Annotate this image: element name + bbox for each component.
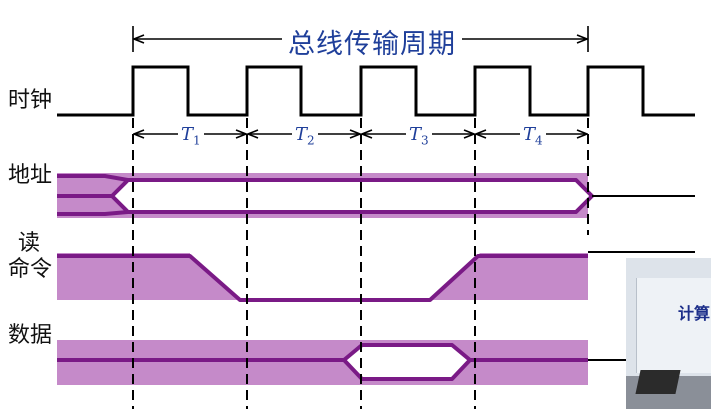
period-label-t1: T1 xyxy=(178,124,204,148)
bus-cycle-title: 总线传输周期 xyxy=(282,22,462,61)
data-label: 数据 xyxy=(8,323,53,348)
command-label: 命令 xyxy=(8,257,53,282)
presenter-video-thumbnail: 计算 xyxy=(626,258,711,409)
read-command-waveform xyxy=(57,251,695,302)
period-label-t3: T3 xyxy=(406,124,432,148)
period-label-t4: T4 xyxy=(520,124,546,148)
laptop-icon xyxy=(635,370,681,394)
data-waveform xyxy=(57,340,695,385)
video-panel xyxy=(636,278,711,373)
video-brand-text: 计算 xyxy=(678,304,711,323)
address-waveform xyxy=(57,173,695,218)
clock-label: 时钟 xyxy=(8,88,53,113)
clock-edge-guides xyxy=(132,118,589,409)
read-label: 读 xyxy=(18,231,41,256)
clock-waveform xyxy=(57,65,695,117)
period-label-t2: T2 xyxy=(292,124,318,148)
address-label: 地址 xyxy=(8,163,53,188)
